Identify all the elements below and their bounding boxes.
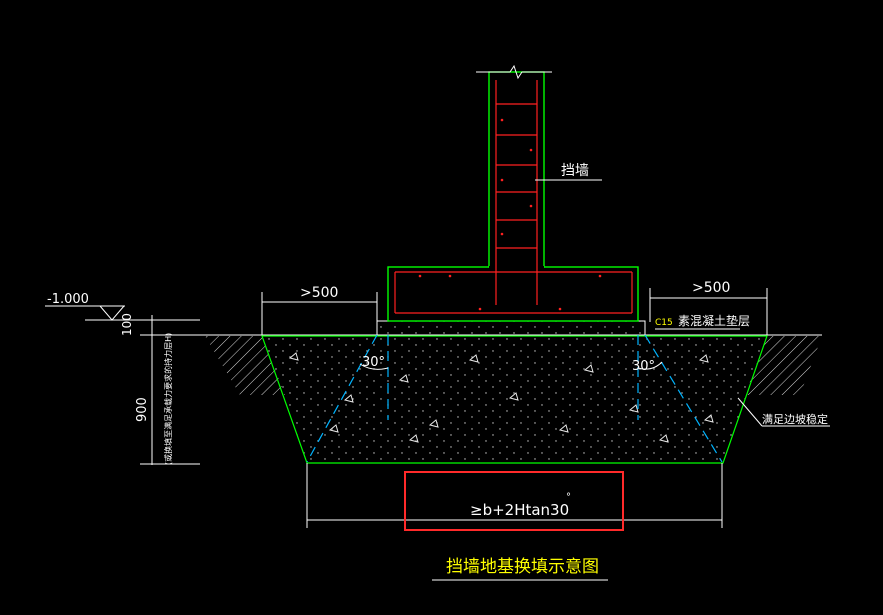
cushion-label: 素混凝土垫层 bbox=[678, 313, 750, 328]
elevation-label: -1.000 bbox=[47, 292, 89, 307]
break-mark bbox=[476, 64, 552, 80]
aggregate-symbols bbox=[288, 352, 714, 443]
angle-left: 30° bbox=[362, 355, 385, 370]
dim-900: 900 bbox=[135, 397, 150, 422]
rebar-dots bbox=[418, 118, 602, 311]
dim-right-500 bbox=[649, 288, 768, 335]
wall-label: 挡墙 bbox=[561, 163, 589, 179]
angle-arc-left bbox=[359, 363, 389, 370]
bottom-width-label: ≥b+2Htan30 bbox=[470, 501, 569, 519]
slope-note: 满足边坡稳定 bbox=[762, 412, 828, 426]
highlight-box bbox=[404, 471, 624, 531]
soil-hatch-right bbox=[745, 336, 822, 395]
dim-left-500-label: >500 bbox=[300, 285, 338, 301]
angle-arc-right bbox=[637, 361, 663, 370]
c15-label: C15 bbox=[655, 318, 673, 328]
dim-bottom-width bbox=[306, 463, 723, 528]
concrete-cushion bbox=[376, 320, 646, 336]
drawing-title: 挡墙地基换填示意图 bbox=[446, 557, 599, 577]
wall-stem bbox=[488, 71, 545, 268]
wall-rebar bbox=[394, 80, 633, 314]
slope-leader bbox=[737, 397, 763, 427]
spread-lines bbox=[306, 334, 723, 463]
soil-hatch-left bbox=[205, 336, 285, 395]
vertical-dims bbox=[140, 315, 200, 465]
vertical-note: (或换填至满足承载力要求的持力层H) bbox=[163, 333, 173, 465]
angle-right: 30° bbox=[632, 359, 655, 374]
dim-100: 100 bbox=[120, 313, 134, 336]
degree-mark: ° bbox=[566, 492, 571, 503]
dim-right-500-label: >500 bbox=[692, 280, 730, 296]
dim-left-500 bbox=[261, 292, 378, 335]
